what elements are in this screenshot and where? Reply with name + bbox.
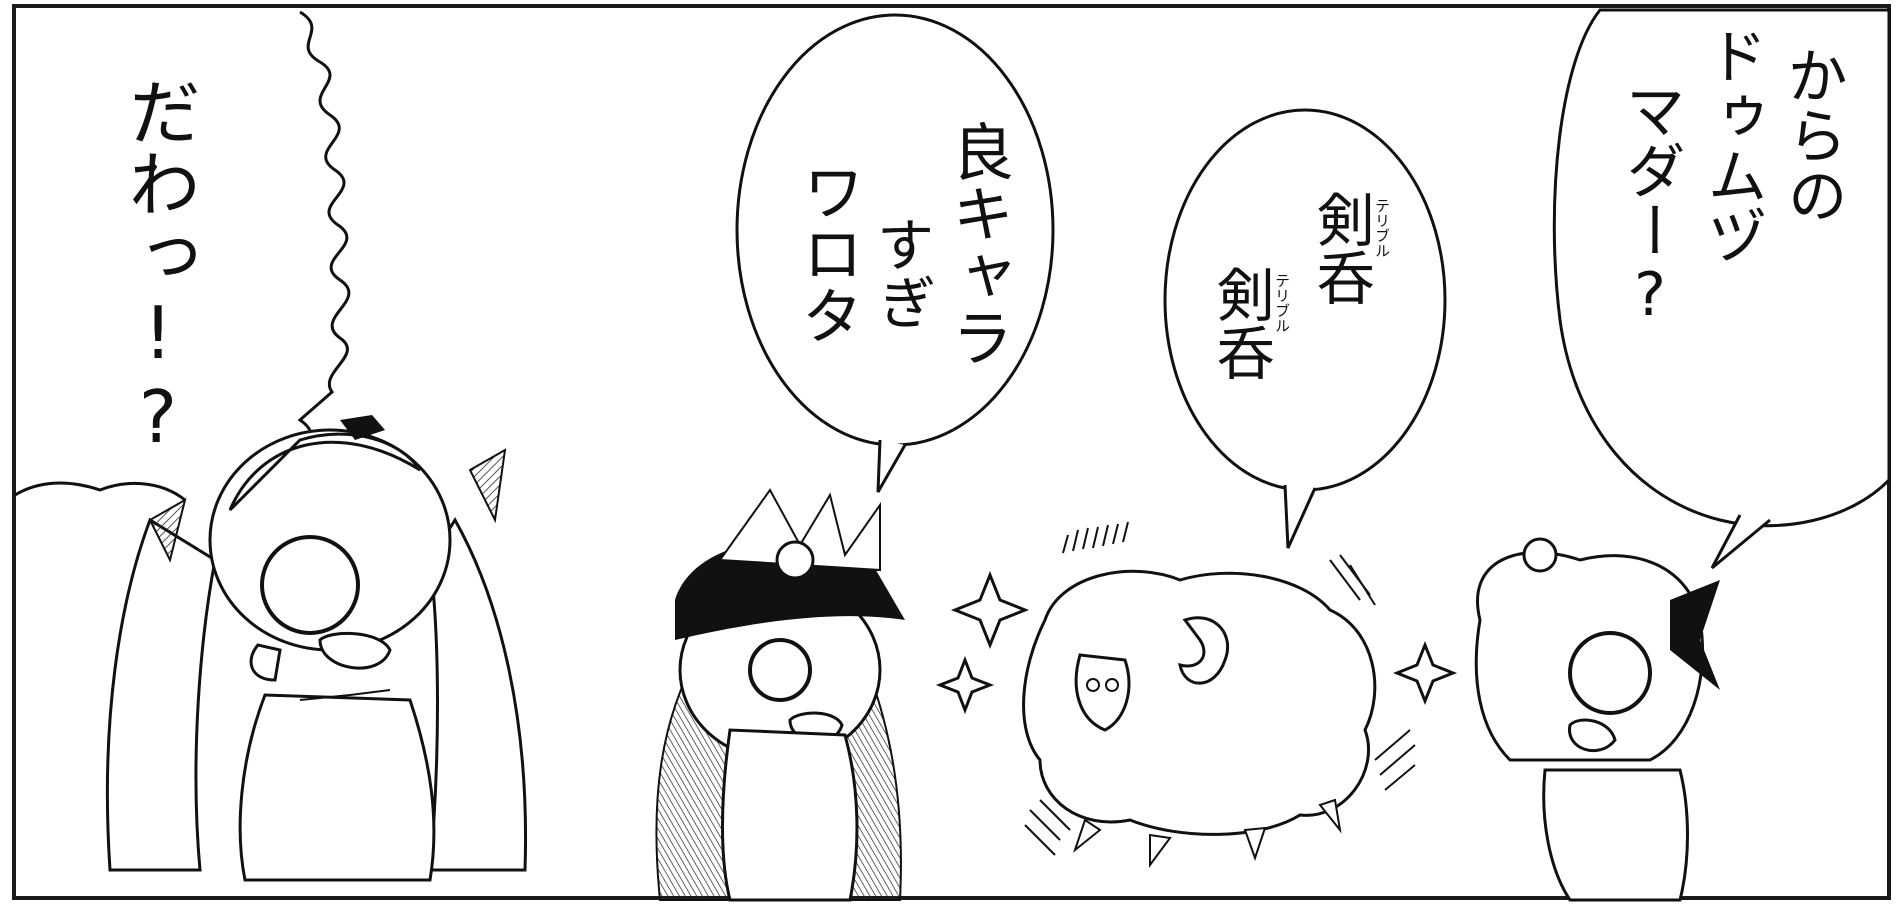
speech-bubble-doumuzu <box>1552 8 1891 528</box>
terrible-ruby-2: テリブル <box>1273 273 1291 333</box>
terrible-ruby-1: テリブル <box>1373 198 1391 258</box>
sparkle-icon <box>935 655 995 715</box>
sparkle-icon <box>1392 640 1458 706</box>
ryokyara-line-2: すぎ <box>866 215 935 331</box>
doumuzu-line-1: からの <box>1777 45 1847 225</box>
character-ribbon-girl <box>1474 537 1720 902</box>
shout-text: だわっ!? <box>116 75 200 459</box>
sparkle-icon <box>950 570 1030 650</box>
doumuzu-line-3: マダー? <box>1615 80 1685 330</box>
terrible-line-1: 剣呑 <box>1306 190 1375 306</box>
doumuzu-line-2: ドゥムヅ <box>1697 25 1767 265</box>
shout-frame <box>14 10 351 502</box>
ryokyara-line-3: ワロタ <box>791 160 865 346</box>
character-ishtar-like-girl <box>105 415 527 882</box>
ryokyara-line-1: 良キャラ <box>941 120 1015 368</box>
terrible-line-2: 剣呑 <box>1206 265 1275 381</box>
character-fluffy-sheep <box>1022 521 1416 869</box>
character-capped-girl <box>655 488 905 902</box>
